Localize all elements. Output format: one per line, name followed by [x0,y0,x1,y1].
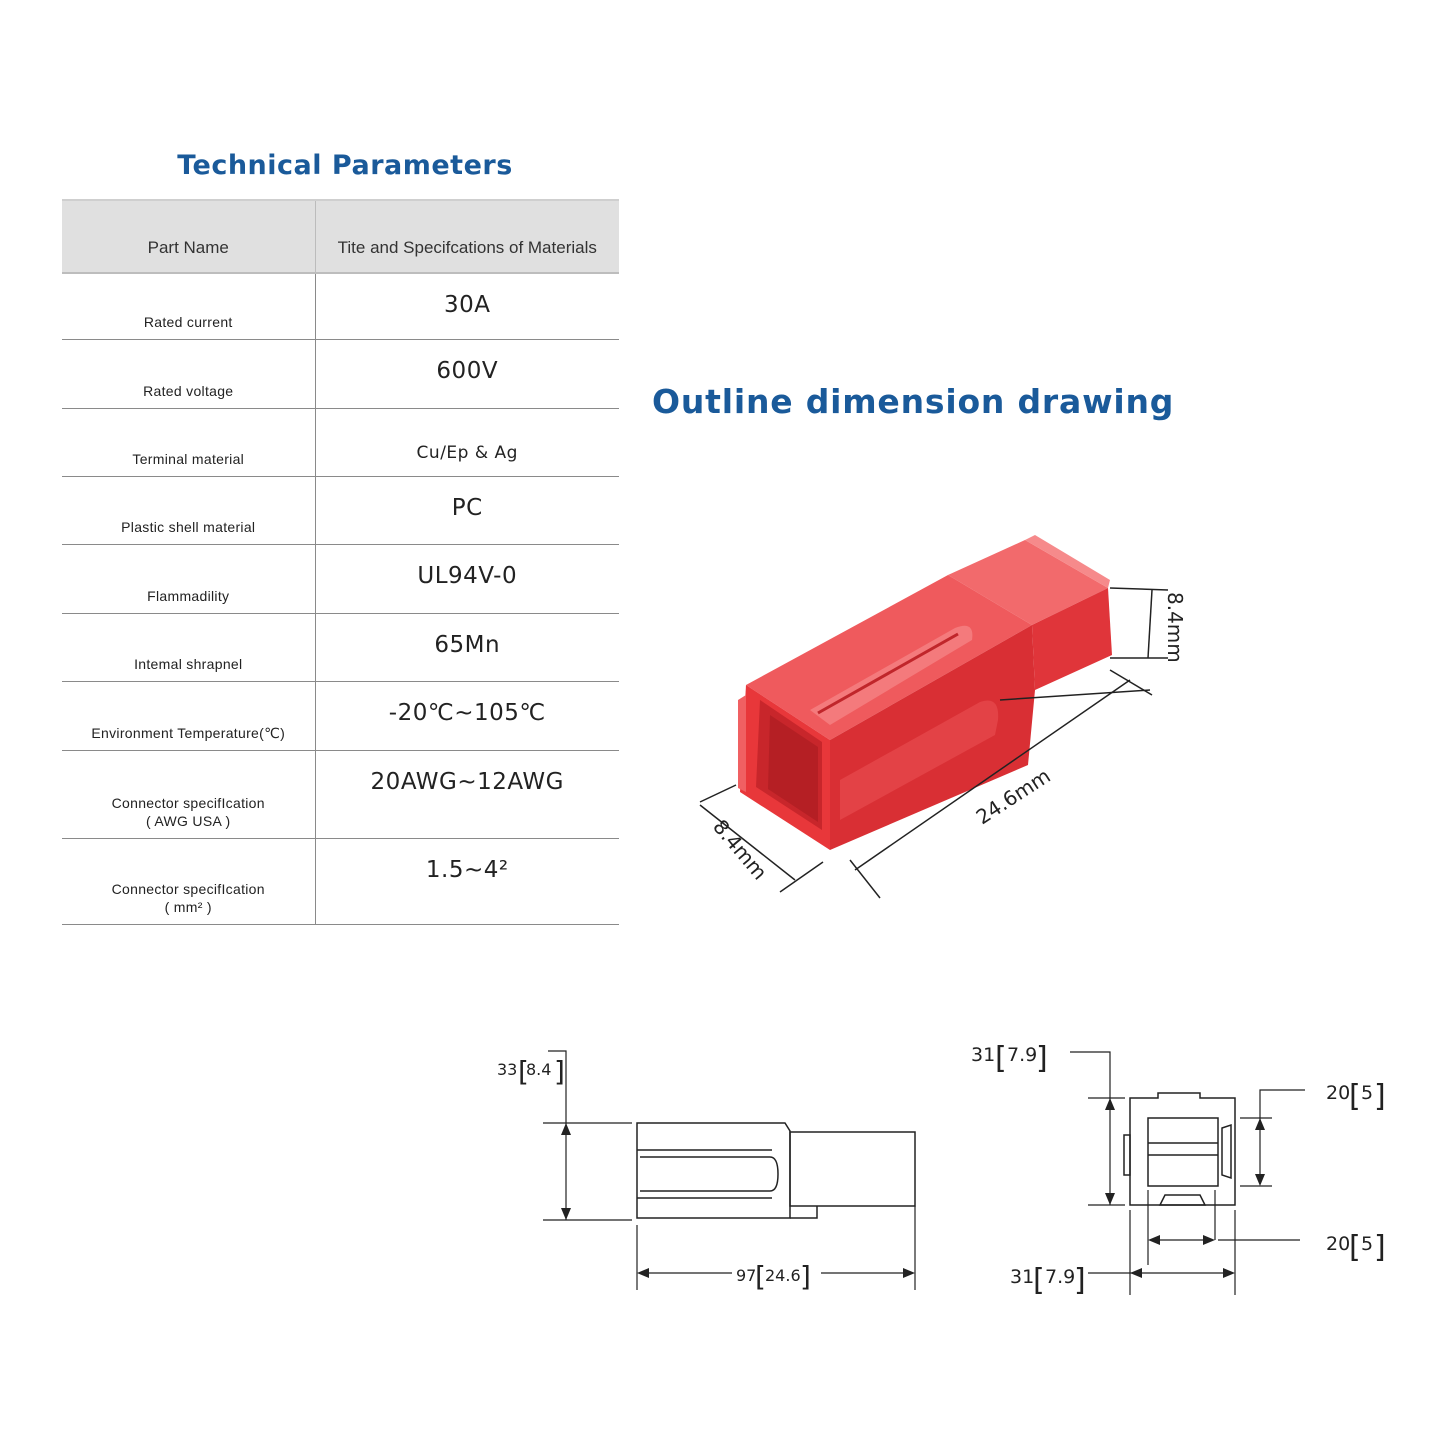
front-top-left-main: 31 [971,1044,995,1066]
param-name: Flammadility [62,544,316,614]
param-value: -20℃~105℃ [315,681,619,751]
param-name: Plastic shell material [62,476,316,545]
side-view-outline-icon [636,1122,916,1219]
param-value: UL94V-0 [315,544,619,614]
bracket-close-icon: ] [1374,1230,1386,1265]
param-value: PC [315,476,619,545]
param-name-line2: ( mm² ) [164,898,212,915]
param-value: 600V [315,339,619,409]
front-right-bottom-sub: 5 [1361,1233,1373,1255]
param-name: Connector specifIcation ( AWG USA ) [62,750,316,839]
dim-height-label: 8.4mm [1163,592,1187,663]
table-row: Flammadility UL94V-0 [62,544,619,614]
front-right-bottom-main: 20 [1326,1233,1350,1255]
front-right-top-main: 20 [1326,1082,1350,1104]
front-right-top-sub: 5 [1361,1082,1373,1104]
side-height-main: 33 [497,1060,517,1079]
bracket-open-icon: [ [1349,1079,1361,1114]
param-name: Rated voltage [62,339,316,409]
param-name-line1: Connector specifIcation [111,880,265,897]
bracket-open-icon: [ [518,1055,529,1088]
bracket-close-icon: ] [554,1055,565,1088]
table-row: Connector specifIcation ( mm² ) 1.5~4² [62,838,619,925]
param-name: Environment Temperature(℃) [62,681,316,751]
param-name-line2: ( AWG USA ) [146,812,231,829]
param-value: 65Mn [315,613,619,682]
front-bottom-sub: 7.9 [1045,1266,1075,1288]
table-row: Plastic shell material PC [62,476,619,545]
param-name: Terminal material [62,408,316,477]
table-row: Connector specifIcation ( AWG USA ) 20AW… [62,750,619,839]
bracket-close-icon: ] [800,1260,811,1293]
table-row: Terminal material Cu/Ep & Ag [62,408,619,477]
front-top-left-sub: 7.9 [1007,1044,1037,1066]
param-value: 1.5~4² [315,838,619,925]
param-name: Rated current [62,273,316,340]
table-row: Intemal shrapnel 65Mn [62,613,619,682]
side-height-sub: 8.4 [526,1060,551,1079]
dim-width-label: 8.4mm [708,815,772,885]
bracket-open-icon: [ [1033,1263,1045,1298]
param-name: Connector specifIcation ( mm² ) [62,838,316,925]
parameters-table: Part Name Tite and Specifcations of Mate… [62,199,619,925]
side-length-sub: 24.6 [765,1266,801,1285]
front-view-drawing: 31 [ 7.9 ] 20 [ 5 ] 20 [ 5 ] 31 [ 7.9 ] [971,1041,1386,1298]
front-view-outline-icon [1123,1092,1236,1206]
param-value: Cu/Ep & Ag [315,408,619,477]
header-spec: Tite and Specifcations of Materials [315,199,619,274]
bracket-close-icon: ] [1374,1079,1386,1114]
param-value: 30A [315,273,619,340]
technical-parameters-title: Technical Parameters [177,150,513,181]
connector-body-icon [738,535,1112,850]
side-length-main: 97 [736,1266,756,1285]
connector-3d-drawing: 8.4mm 24.6mm 8.4mm [699,535,1187,899]
table-row: Environment Temperature(℃) -20℃~105℃ [62,681,619,751]
bracket-open-icon: [ [995,1041,1007,1076]
table-row: Rated voltage 600V [62,339,619,409]
table-row: Rated current 30A [62,273,619,340]
bracket-close-icon: ] [1074,1263,1086,1298]
front-bottom-main: 31 [1010,1266,1034,1288]
bracket-close-icon: ] [1036,1041,1048,1076]
outline-drawing-title: Outline dimension drawing [652,382,1175,421]
table-header-row: Part Name Tite and Specifcations of Mate… [62,199,619,274]
param-name-line1: Connector specifIcation [111,794,265,811]
bracket-open-icon: [ [1349,1230,1361,1265]
param-name: Intemal shrapnel [62,613,316,682]
header-part-name: Part Name [62,199,316,274]
side-view-drawing: 33 [ 8.4 ] 97 [ 24.6 ] [497,1050,916,1293]
param-value: 20AWG~12AWG [315,750,619,839]
bracket-open-icon: [ [755,1260,766,1293]
